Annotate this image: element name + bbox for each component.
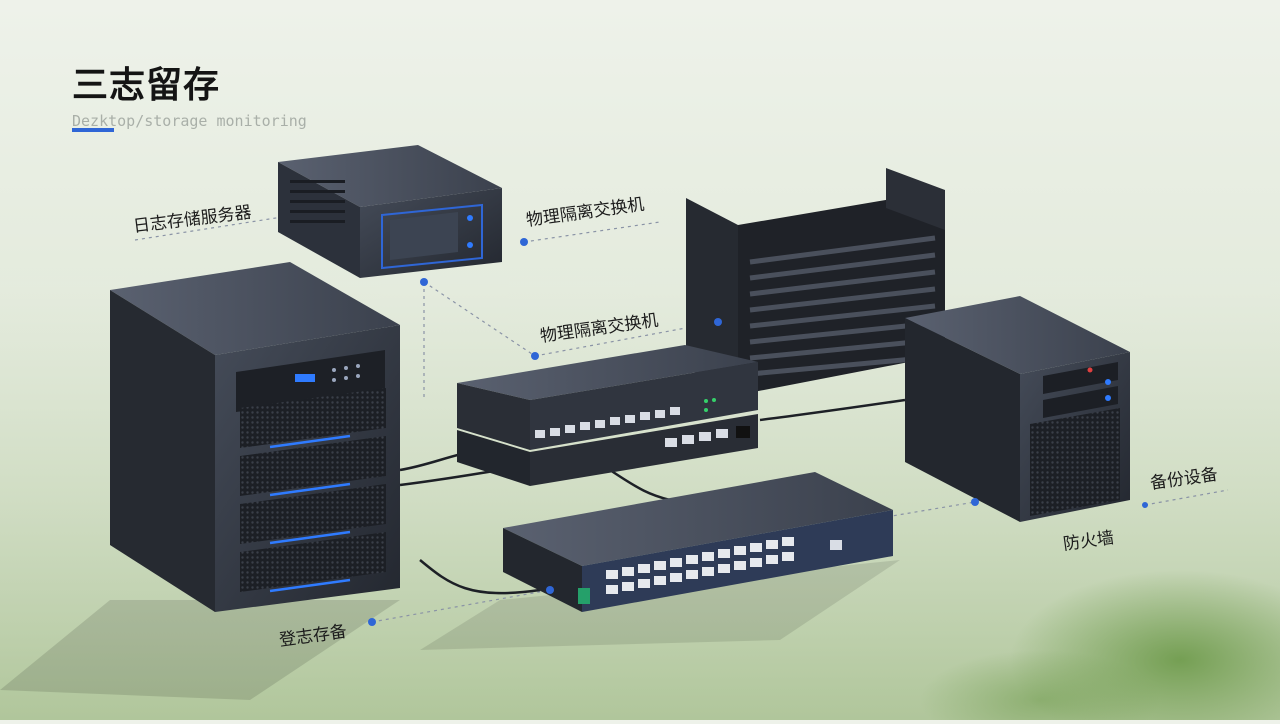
title-accent-bar xyxy=(72,128,114,132)
isolation-switch-device xyxy=(457,345,758,486)
log-server-device xyxy=(278,145,502,286)
network-cables xyxy=(399,398,906,595)
rack-enclosure-device xyxy=(686,168,945,395)
storage-tower-device xyxy=(110,262,400,612)
backup-tower-device xyxy=(905,296,1130,522)
page-title: 三志留存 xyxy=(72,65,221,106)
access-switch-device xyxy=(503,472,893,612)
page-subtitle: Dezktop/storage monitoring xyxy=(72,112,307,130)
